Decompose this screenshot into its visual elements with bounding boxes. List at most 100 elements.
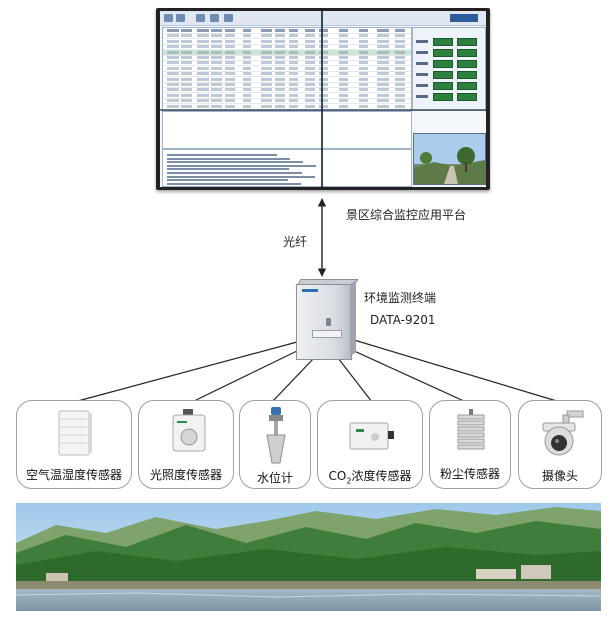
screen-panel-button <box>433 71 453 79</box>
sensor-label-air: 空气温湿度传感器 <box>25 468 122 482</box>
screen-table-cell <box>289 45 298 49</box>
screen-table-cell <box>339 61 348 65</box>
sensor-box-light: 光照度传感器 <box>138 400 234 489</box>
screen-table-cell <box>225 72 235 76</box>
terminal-cabinet <box>296 284 352 360</box>
screen-table-cell <box>395 56 405 59</box>
screen-table-cell <box>261 99 272 103</box>
screen-table-cell <box>377 99 389 103</box>
screen-table-cell <box>339 50 348 54</box>
screen-panel-button <box>457 93 477 101</box>
screen-table-cell <box>339 66 348 70</box>
screen-table-cell <box>211 50 222 54</box>
screen-panel-button <box>433 38 453 46</box>
screen-table-cell <box>275 34 285 38</box>
screen-table-cell <box>319 99 328 103</box>
screen-panel-label <box>416 51 428 54</box>
screen-table-cell <box>305 29 315 32</box>
screen-table-cell <box>243 104 251 108</box>
screen-table-cell <box>377 83 389 86</box>
screen-table-cell <box>167 56 179 59</box>
screen-table-cell <box>261 56 272 59</box>
screen-table-cell <box>377 77 389 81</box>
screen-panel-label <box>416 62 428 65</box>
screen-table-cell <box>167 104 179 108</box>
screen-table-cell <box>359 99 368 103</box>
screen-table-cell <box>243 93 251 97</box>
screen-table-cell <box>319 66 328 70</box>
screen-table-cell <box>197 39 209 43</box>
screen-table-cell <box>211 56 222 59</box>
screen-table-cell <box>275 83 285 86</box>
screen-table-cell <box>359 66 368 70</box>
screen-table-cell <box>197 45 209 49</box>
screen-table-cell <box>377 45 389 49</box>
screen-log-line <box>167 179 288 182</box>
screen-table-cell <box>261 93 272 97</box>
screen-table-cell <box>319 104 328 108</box>
screen-table-cell <box>377 104 389 108</box>
screen-table-cell <box>319 83 328 86</box>
screen-panel-label <box>416 84 428 87</box>
screen-table-cell <box>305 93 315 97</box>
sensor-label-water: 水位计 <box>256 471 293 485</box>
screen-control-panel <box>412 27 486 111</box>
screen-log-line <box>167 164 316 167</box>
screen-table-cell <box>243 61 251 65</box>
screen-panel-label <box>416 95 428 98</box>
screen-table-cell <box>261 29 272 32</box>
screen-table-row <box>163 28 411 34</box>
dust-sensor-icon <box>457 409 485 450</box>
screen-table-cell <box>305 45 315 49</box>
screen-table-cell <box>181 93 192 97</box>
screen-table-cell <box>243 72 251 76</box>
sensor-box-dust: 粉尘传感器 <box>429 400 511 489</box>
screen-table-cell <box>359 93 368 97</box>
screen-table-cell <box>243 88 251 92</box>
screen-table-cell <box>167 45 179 49</box>
co2-label-suffix: 浓度传感器 <box>351 469 412 483</box>
screen-table-cell <box>305 34 315 38</box>
sensor-box-co2: CO2浓度传感器 <box>317 400 423 489</box>
screen-panel-label <box>416 40 428 43</box>
sensor-label-dust: 粉尘传感器 <box>439 467 500 481</box>
screen-table-cell <box>305 66 315 70</box>
screen-table-cell <box>359 61 368 65</box>
screen-table-row <box>163 71 411 78</box>
screen-table-cell <box>225 66 235 70</box>
screen-table-cell <box>225 99 235 103</box>
link-dust <box>351 349 467 403</box>
screen-table-cell <box>289 99 298 103</box>
screen-table-cell <box>243 34 251 38</box>
screen-table-cell <box>167 77 179 81</box>
screen-table-cell <box>305 61 315 65</box>
toolbar-icon <box>224 14 233 22</box>
link-air <box>73 341 298 403</box>
screen-table-cell <box>167 34 179 38</box>
screen-log-line <box>167 175 315 178</box>
screen-table-cell <box>377 50 389 54</box>
sensor-box-camera: 摄像头 <box>518 400 602 489</box>
screen-table-cell <box>289 29 298 32</box>
screen-table-cell <box>377 61 389 65</box>
screen-panel-button <box>457 60 477 68</box>
screen-table-cell <box>319 39 328 43</box>
screen-table-cell <box>275 39 285 43</box>
screen-table-cell <box>305 77 315 81</box>
screen-table-cell <box>197 66 209 70</box>
screen-table-cell <box>359 77 368 81</box>
screen-table-cell <box>261 45 272 49</box>
water-level-icon <box>266 407 286 464</box>
screen-table-cell <box>395 45 405 49</box>
screen-table-cell <box>359 83 368 86</box>
screen-log-line <box>167 172 302 174</box>
screen-table-cell <box>243 39 251 43</box>
screen-log-line <box>167 161 303 164</box>
screen-table-row <box>163 66 411 72</box>
screen-table-cell <box>289 104 298 108</box>
screen-table-cell <box>339 45 348 49</box>
screen-table-cell <box>243 29 251 32</box>
screen-log-line <box>167 168 289 171</box>
screen-table-cell <box>211 104 222 108</box>
screen-table-cell <box>261 66 272 70</box>
